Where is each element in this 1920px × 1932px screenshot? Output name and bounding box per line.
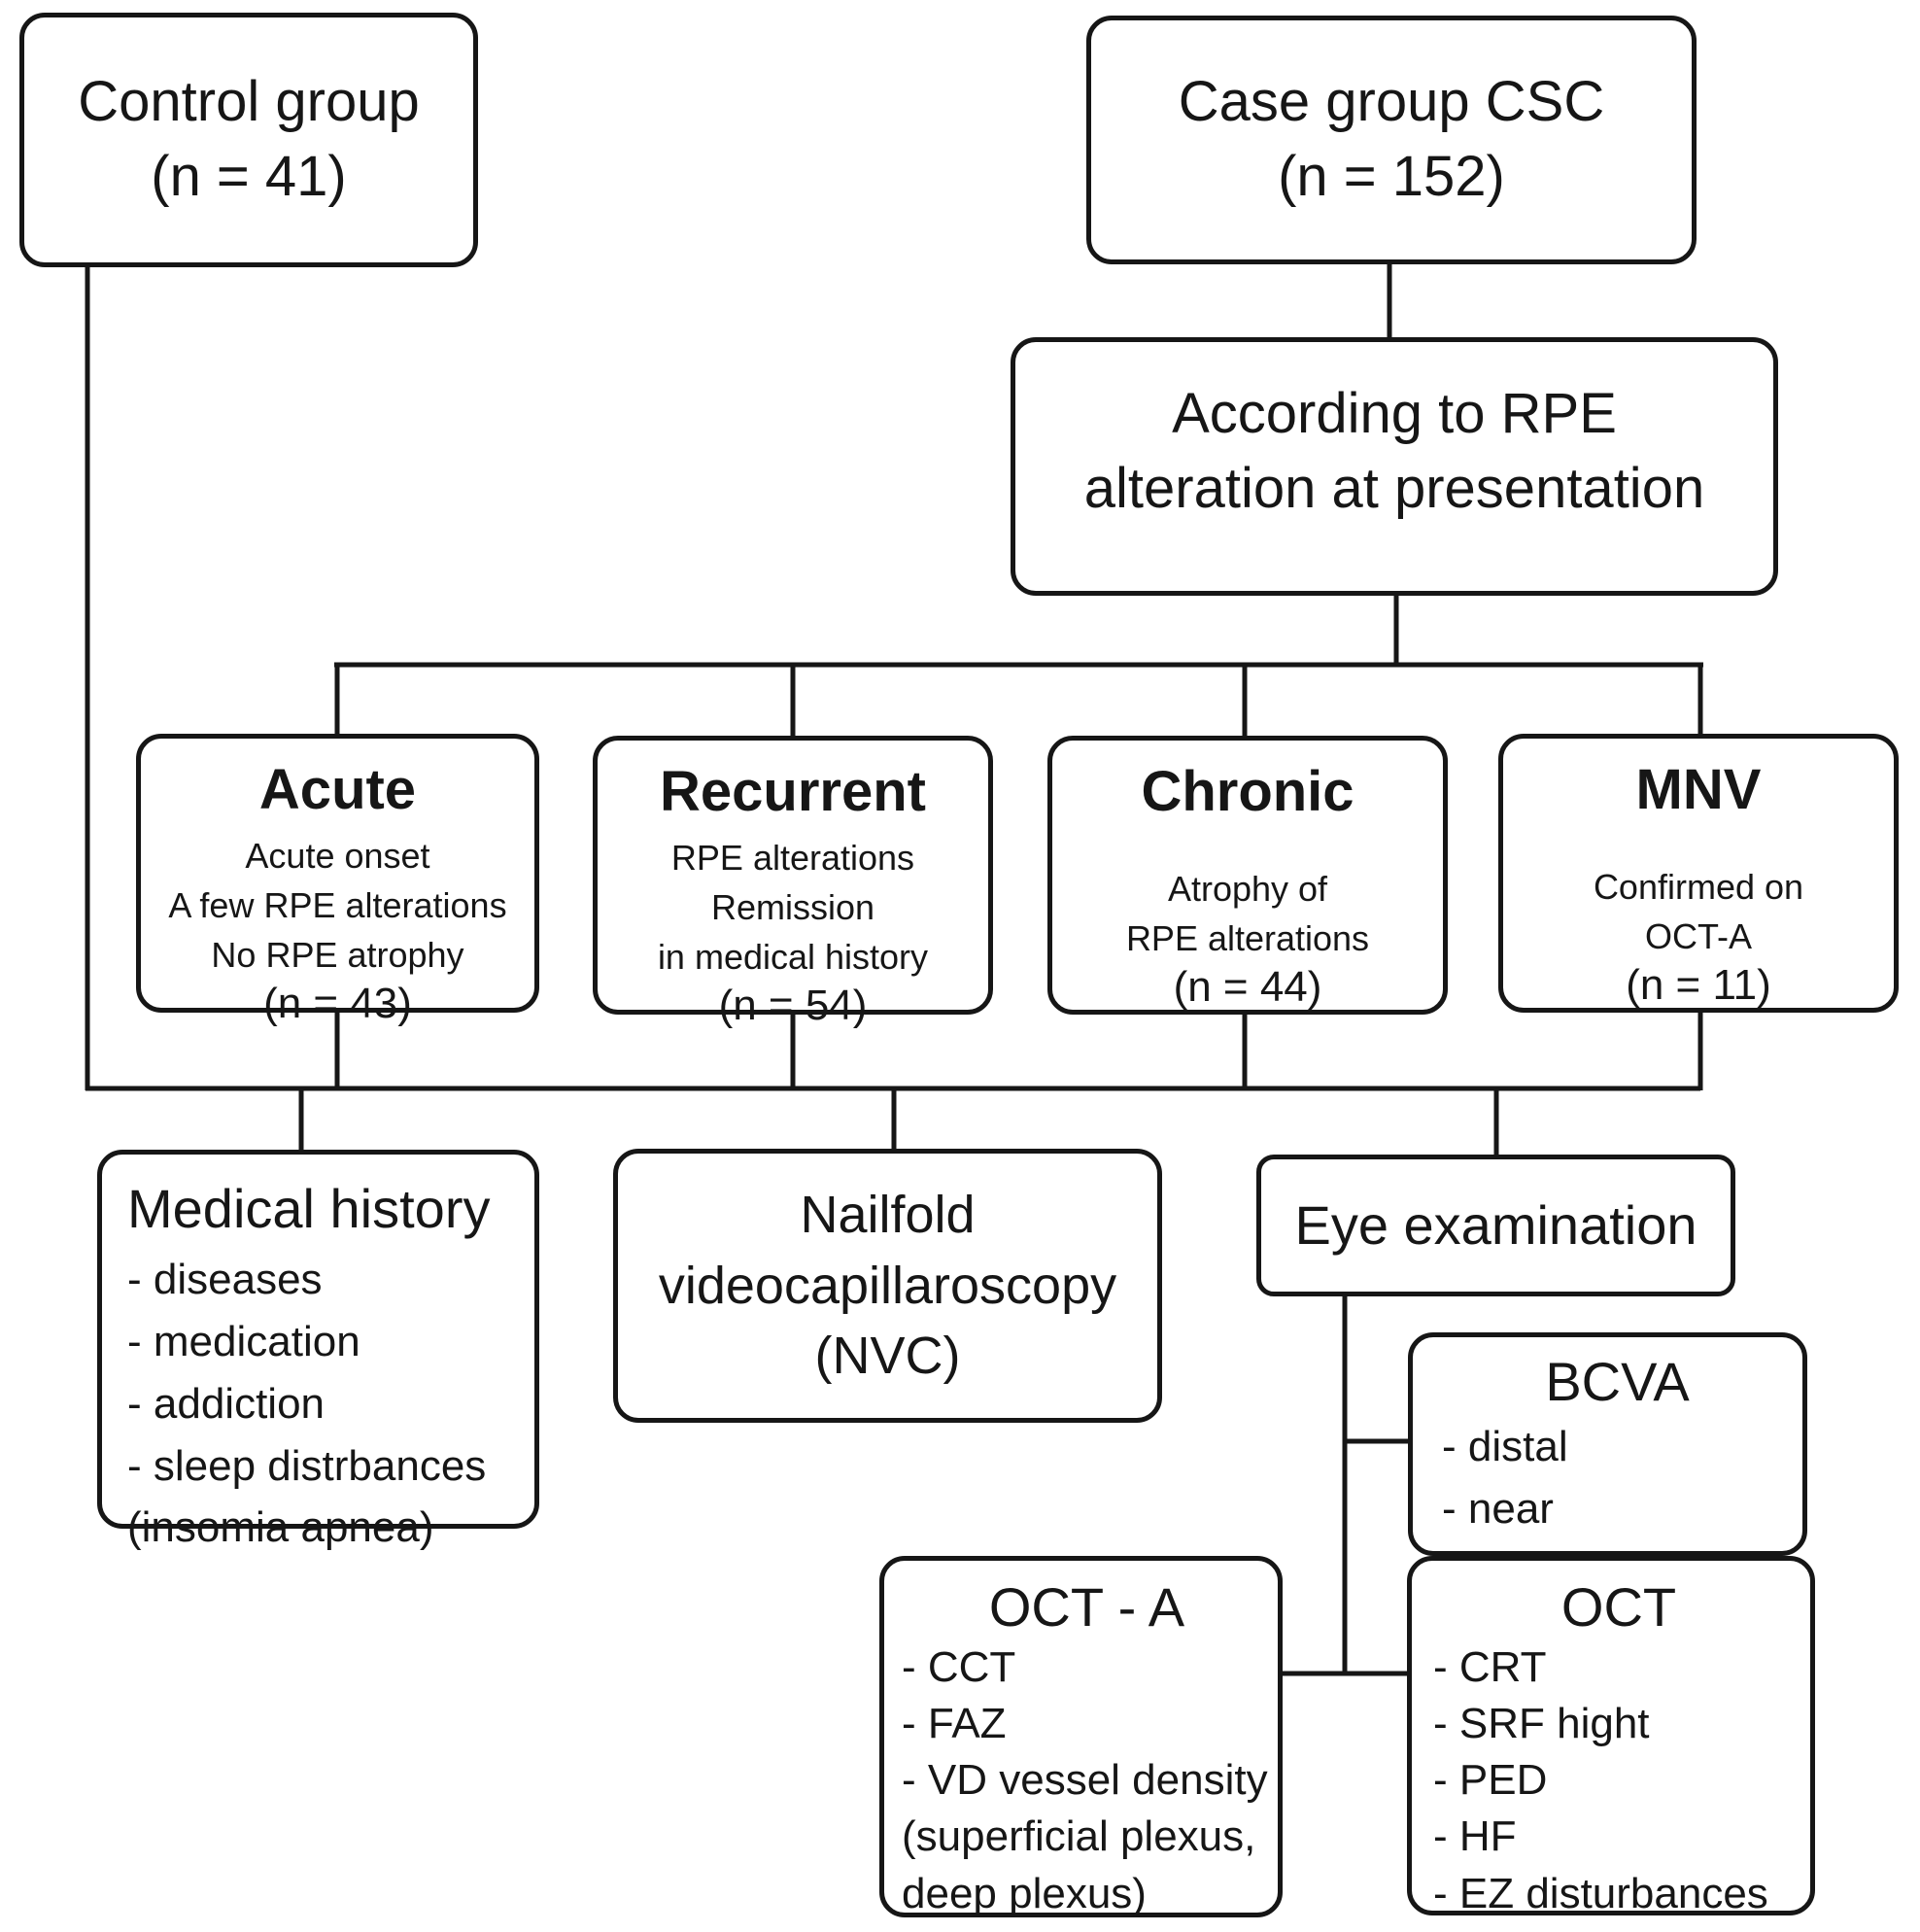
nailfold-line: (NVC) [814, 1327, 961, 1386]
control-group-box: Control group (n = 41) [19, 13, 478, 267]
mnv-count: (n = 11) [1626, 960, 1771, 1009]
control-group-title: Control group [78, 70, 420, 134]
mnv-title: MNV [1635, 758, 1762, 821]
oct-a-item: - CCT [902, 1643, 1016, 1692]
medical-history-item: - addiction [127, 1379, 326, 1428]
oct-item: - PED [1433, 1756, 1548, 1805]
oct-item: - EZ disturbances [1433, 1869, 1768, 1917]
acute-title: Acute [258, 758, 417, 821]
medical-history-items: - diseases - medication - addiction - sl… [127, 1249, 525, 1559]
acute-detail-line: Acute onset [245, 835, 430, 876]
according-rpe-line1: According to RPE [1172, 382, 1617, 445]
oct-a-item: (superficial plexus, [902, 1812, 1256, 1861]
oct-items: - CRT - SRF hight - PED - HF - EZ distur… [1433, 1639, 1804, 1921]
nailfold-line: videocapillaroscopy [658, 1256, 1117, 1315]
recurrent-detail-line: Remission [710, 886, 875, 927]
oct-item: - SRF hight [1433, 1700, 1650, 1748]
oct-a-box: OCT - A - CCT - FAZ - VD vessel density … [879, 1556, 1283, 1917]
bcva-title: BCVA [1545, 1351, 1690, 1412]
medical-history-item: - medication [127, 1317, 360, 1365]
chronic-title: Chronic [1141, 760, 1354, 823]
oct-a-item: deep plexus) [902, 1869, 1147, 1917]
bcva-item: - distal [1442, 1423, 1568, 1471]
oct-a-title: OCT - A [988, 1576, 1185, 1638]
control-group-count: (n = 41) [151, 145, 347, 208]
oct-title: OCT [1560, 1576, 1677, 1638]
eye-examination-box: Eye examination [1256, 1155, 1735, 1296]
recurrent-title: Recurrent [660, 760, 926, 823]
eye-examination-label: Eye examination [1294, 1194, 1697, 1257]
bcva-items: - distal - near [1442, 1416, 1793, 1540]
oct-a-items: - CCT - FAZ - VD vessel density (superfi… [902, 1639, 1272, 1921]
case-group-count: (n = 152) [1278, 145, 1505, 208]
chronic-detail-line: RPE alterations [1125, 917, 1370, 958]
acute-count: (n = 43) [263, 980, 412, 1028]
medical-history-box: Medical history - diseases - medication … [97, 1150, 539, 1551]
nailfold-line: Nailfold [800, 1185, 976, 1244]
chronic-box: Chronic Atrophy of RPE alterations (n = … [1047, 736, 1448, 1015]
medical-history-item: - sleep distrbances [127, 1441, 487, 1490]
according-rpe-box: According to RPE alteration at presentat… [1011, 337, 1778, 596]
according-rpe-line2: alteration at presentation [1083, 456, 1705, 520]
acute-details: Acute onset A few RPE alterations No RPE… [168, 831, 506, 980]
chronic-detail-line: Atrophy of [1167, 868, 1328, 909]
medical-history-item: - diseases [127, 1256, 323, 1304]
recurrent-detail-line: RPE alterations [670, 837, 915, 878]
recurrent-box: Recurrent RPE alterations Remission in m… [593, 736, 993, 1029]
recurrent-detail-line: in medical history [657, 936, 929, 977]
chronic-count: (n = 44) [1173, 962, 1322, 1011]
oct-a-item: - FAZ [902, 1700, 1007, 1748]
case-group-title: Case group CSC [1178, 70, 1605, 134]
oct-a-item: - VD vessel density [902, 1756, 1268, 1805]
medical-history-item: (insomia apnea) [127, 1503, 434, 1552]
mnv-detail-line: Confirmed on [1593, 866, 1804, 907]
recurrent-details: RPE alterations Remission in medical his… [658, 833, 928, 982]
recurrent-count: (n = 54) [718, 982, 868, 1030]
medical-history-title: Medical history [127, 1178, 491, 1239]
acute-box: Acute Acute onset A few RPE alterations … [136, 734, 539, 1027]
mnv-detail-line: OCT-A [1644, 915, 1752, 956]
acute-detail-line: A few RPE alterations [168, 884, 507, 925]
bcva-item: - near [1442, 1484, 1554, 1533]
mnv-details: Confirmed on OCT-A [1594, 862, 1803, 961]
nailfold-box: Nailfold videocapillaroscopy (NVC) [613, 1149, 1162, 1423]
oct-box: OCT - CRT - SRF hight - PED - HF - EZ di… [1407, 1556, 1815, 1917]
case-group-box: Case group CSC (n = 152) [1086, 16, 1697, 264]
chronic-details: Atrophy of RPE alterations [1126, 864, 1369, 963]
oct-item: - HF [1433, 1812, 1517, 1861]
oct-item: - CRT [1433, 1643, 1547, 1692]
bcva-box: BCVA - distal - near [1408, 1332, 1807, 1556]
mnv-box: MNV Confirmed on OCT-A (n = 11) [1498, 734, 1899, 1013]
acute-detail-line: No RPE atrophy [211, 934, 464, 975]
